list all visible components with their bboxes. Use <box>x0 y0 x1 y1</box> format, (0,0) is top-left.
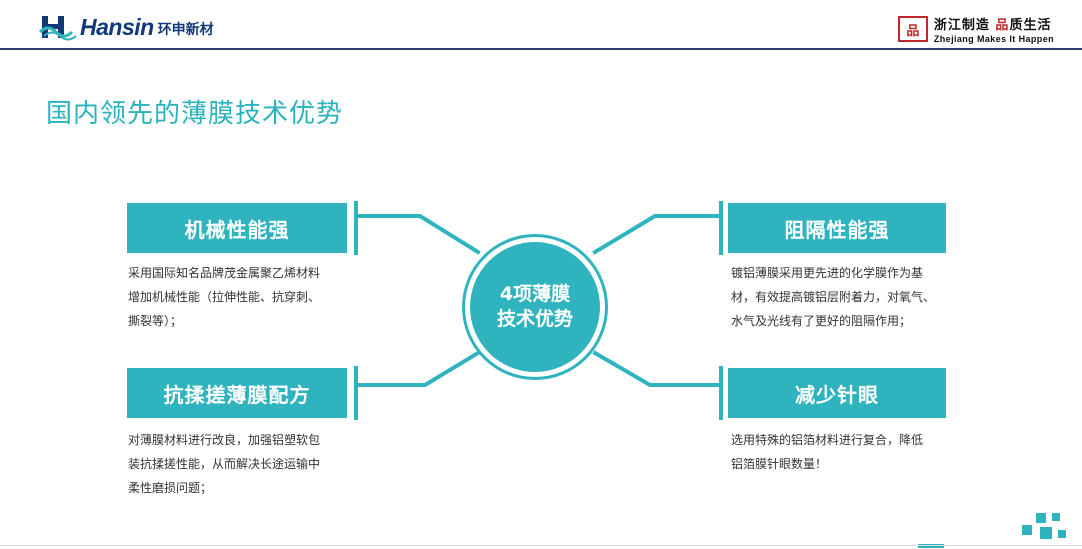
center-line-1: 4项薄膜 <box>499 283 571 305</box>
card-title-barrier: 阻隔性能强 <box>728 203 946 253</box>
desc-line: 镀铝薄膜采用更先进的化学膜作为基 <box>731 266 924 280</box>
wave-logo-icon <box>38 16 77 41</box>
card-title-pinhole: 减少针眼 <box>728 368 946 418</box>
card-desc-anti-rub: 对薄膜材料进行改良，加强铝塑软包 装抗揉搓性能，从而解决长途运输中 柔性磨损问题… <box>128 428 368 500</box>
deco-square <box>1058 530 1066 538</box>
desc-line: 水气及光线有了更好的阻隔作用； <box>731 314 912 328</box>
deco-square <box>1022 525 1032 535</box>
desc-line: 材，有效提高镀铝层附着力，对氧气、 <box>731 290 936 304</box>
header-divider <box>0 48 1082 50</box>
desc-line: 选用特殊的铝箔材料进行复合，降低 <box>731 433 924 447</box>
brand-cn-red: 品 <box>995 18 1010 33</box>
page-title: 国内领先的薄膜技术优势 <box>46 99 344 129</box>
brand-cn-part2: 质生活 <box>1009 18 1052 33</box>
center-line-2: 技术优势 <box>496 308 573 330</box>
zhejiang-brand: 品 浙江制造 品质生活 Zhejiang Makes It Happen <box>897 14 1054 44</box>
deco-bar <box>918 544 944 548</box>
brand-seal-icon: 品 <box>897 16 928 42</box>
brand-cn-part1: 浙江制造 <box>933 18 990 33</box>
header-bar: Hansin 环申新材 品 浙江制造 品质生活 Zhejiang Makes I… <box>0 0 1082 50</box>
card-title-mechanical: 机械性能强 <box>127 203 347 253</box>
logo-chinese: 环申新材 <box>157 22 214 38</box>
brand-slogan-en: Zhejiang Makes It Happen <box>933 34 1054 44</box>
deco-square <box>1052 513 1060 521</box>
company-logo[interactable]: Hansin 环申新材 <box>38 12 214 42</box>
desc-line: 增加机械性能（拉伸性能、抗穿刺、 <box>128 290 321 304</box>
desc-line: 撕裂等）； <box>128 314 183 328</box>
card-title-anti-rub: 抗揉搓薄膜配方 <box>127 368 347 418</box>
deco-square <box>1036 513 1046 523</box>
center-circle: 4项薄膜 技术优势 <box>470 242 600 372</box>
brand-slogan-cn: 浙江制造 品质生活 <box>934 14 1054 33</box>
desc-line: 装抗揉搓性能，从而解决长途运输中 <box>128 457 321 471</box>
brand-text: 浙江制造 品质生活 Zhejiang Makes It Happen <box>934 14 1054 44</box>
deco-square <box>1040 527 1052 539</box>
desc-line: 采用国际知名品牌茂金属聚乙烯材料 <box>128 266 321 280</box>
card-desc-mechanical: 采用国际知名品牌茂金属聚乙烯材料 增加机械性能（拉伸性能、抗穿刺、 撕裂等）； <box>128 261 368 333</box>
desc-line: 柔性磨损问题； <box>128 481 213 495</box>
desc-line: 铝箔膜针眼数量！ <box>731 457 828 471</box>
card-desc-barrier: 镀铝薄膜采用更先进的化学膜作为基 材，有效提高镀铝层附着力，对氧气、 水气及光线… <box>731 261 971 333</box>
bottom-divider <box>0 545 1082 546</box>
card-desc-pinhole: 选用特殊的铝箔材料进行复合，降低 铝箔膜针眼数量！ <box>731 428 971 476</box>
desc-line: 对薄膜材料进行改良，加强铝塑软包 <box>128 433 321 447</box>
logo-english: Hansin <box>80 13 154 40</box>
